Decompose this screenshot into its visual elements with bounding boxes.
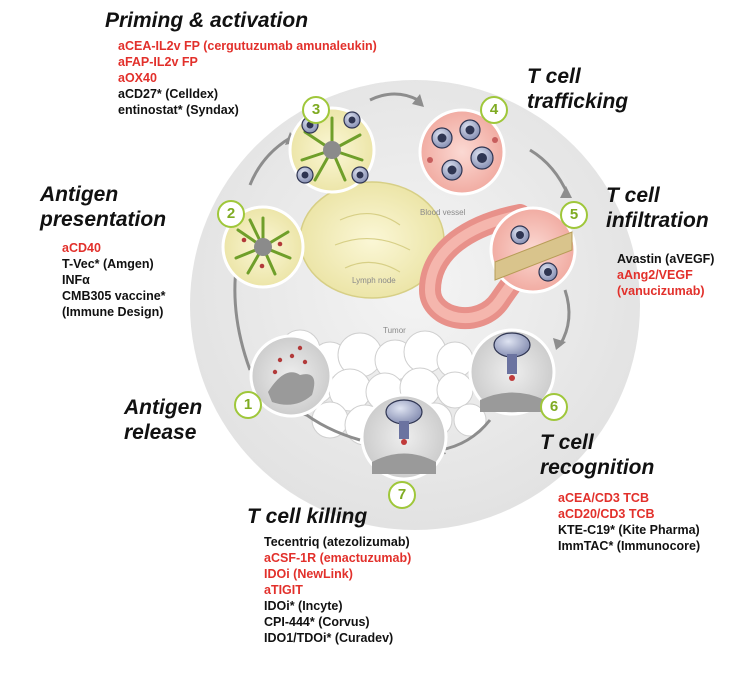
agent-item: Avastin (aVEGF) — [617, 252, 715, 266]
agent-item: aCD40 — [62, 241, 101, 255]
agent-item: CPI-444* (Corvus) — [264, 615, 370, 629]
agent-item: aCD27* (Celldex) — [118, 87, 219, 101]
stage-4-illustration — [418, 108, 506, 196]
agent-item: ImmTAC* (Immunocore) — [558, 539, 701, 553]
stage-7-illustration — [360, 393, 448, 481]
stage-3-illustration — [288, 106, 376, 194]
stage-2-agent-list: aCD40 T-Vec* (Amgen) INFα CMB305 vaccine… — [62, 240, 166, 320]
agent-item: entinostat* (Syndax) — [118, 103, 239, 117]
agent-item: CMB305 vaccine* — [62, 289, 166, 303]
stage-6-number: 6 — [540, 393, 568, 421]
stage-7-title: T cell killing — [247, 505, 368, 528]
stage-3-title: Priming & activation — [105, 9, 309, 32]
agent-item: IDOi* (Incyte) — [264, 599, 343, 613]
agent-item: aCEA-IL2v FP (cergutuzumab amunaleukin) — [118, 39, 377, 53]
blood-vessel-label: Blood vessel — [420, 208, 466, 217]
agent-item: (vanucizumab) — [617, 284, 705, 298]
cycle-background — [190, 80, 640, 530]
stage-1-title: Antigen release — [124, 396, 203, 444]
agent-item: IDO1/TDOi* (Curadev) — [264, 631, 394, 645]
stage-4-number: 4 — [480, 96, 508, 124]
lymph-node-label: Lymph node — [352, 276, 396, 285]
stage-2-number: 2 — [217, 200, 245, 228]
stage-2-title: Antigen presentation — [40, 183, 167, 231]
agent-item: aCD20/CD3 TCB — [558, 507, 655, 521]
agent-item: aFAP-IL2v FP — [118, 55, 198, 69]
stage-5-agent-list: Avastin (aVEGF) aAng2/VEGF (vanucizumab) — [617, 251, 714, 299]
agent-item: T-Vec* (Amgen) — [62, 257, 154, 271]
stage-7-agent-list: Tecentriq (atezolizumab) aCSF-1R (emactu… — [264, 534, 411, 646]
stage-1-number: 1 — [234, 391, 262, 419]
stage-3-number: 3 — [302, 96, 330, 124]
stage-6-agent-list: aCEA/CD3 TCB aCD20/CD3 TCB KTE-C19* (Kit… — [558, 490, 700, 554]
agent-item: aCSF-1R (emactuzumab) — [264, 551, 412, 565]
stage-6-title: T cell recognition — [540, 431, 655, 479]
agent-item: INFα — [62, 273, 90, 287]
agent-item: (Immune Design) — [62, 305, 164, 319]
agent-item: Tecentriq (atezolizumab) — [264, 535, 410, 549]
agent-item: aTIGIT — [264, 583, 303, 597]
stage-3-agent-list: aCEA-IL2v FP (cergutuzumab amunaleukin) … — [118, 38, 377, 118]
agent-item: aAng2/VEGF — [617, 268, 693, 282]
cycle-arrows — [233, 92, 571, 452]
stage-5-illustration — [489, 206, 577, 294]
stage-4-title: T cell trafficking — [527, 65, 629, 113]
agent-item: aOX40 — [118, 71, 157, 85]
agent-item: KTE-C19* (Kite Pharma) — [558, 523, 700, 537]
agent-item: IDOi (NewLink) — [264, 567, 353, 581]
lymph-node-shape — [299, 181, 445, 299]
agent-item: aCEA/CD3 TCB — [558, 491, 649, 505]
stage-5-title: T cell infiltration — [606, 184, 709, 232]
stage-2-illustration — [221, 205, 305, 289]
stage-5-number: 5 — [560, 201, 588, 229]
stage-7-number: 7 — [388, 481, 416, 509]
stage-6-illustration — [468, 328, 556, 416]
tumor-label: Tumor — [383, 326, 406, 335]
stage-1-illustration — [249, 334, 333, 418]
